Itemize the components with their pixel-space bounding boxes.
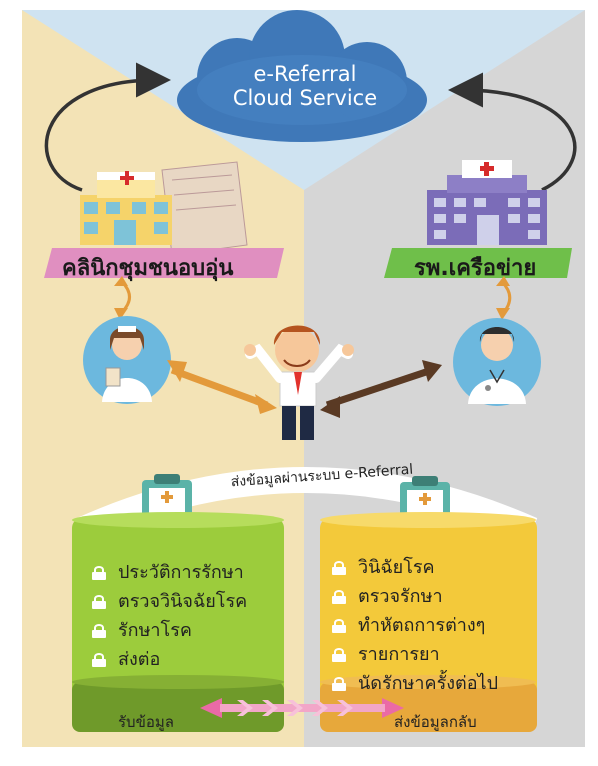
clinic-banner (44, 248, 284, 278)
send-back-label: ส่งข้อมูลกลับ (394, 713, 477, 731)
clinic-banner-label: คลินิกชุมชนอบอุ่น (62, 256, 234, 281)
cloud-title-line2: Cloud Service (232, 86, 378, 110)
list-item-label: ประวัติการรักษา (118, 562, 244, 583)
lock-icon (92, 566, 106, 580)
list-item-label: ส่งต่อ (118, 649, 161, 670)
list-item: รายการยา (328, 642, 498, 671)
list-item: ตรวจรักษา (328, 584, 498, 613)
lock-icon (92, 653, 106, 667)
patient-figure (244, 325, 354, 440)
cloud-icon (177, 10, 427, 142)
list-item: ประวัติการรักษา (88, 560, 247, 589)
clinic-building-icon (80, 161, 248, 256)
doctor-avatar (453, 318, 541, 406)
clinic-data-box (72, 512, 284, 732)
lock-icon (332, 561, 346, 575)
nurse-avatar (83, 316, 171, 404)
list-item-label: ทำหัตถการต่างๆ (358, 615, 486, 636)
cloud-title: e-Referral Cloud Service (190, 62, 420, 110)
hospital-banner (384, 248, 572, 278)
nurse-exchange-arrow (167, 360, 277, 414)
list-item: ทำหัตถการต่างๆ (328, 613, 498, 642)
receive-data-label: รับข้อมูล (118, 713, 174, 731)
hospital-banner-label: รพ.เครือข่าย (414, 256, 537, 281)
lock-icon (92, 624, 106, 638)
lock-icon (332, 648, 346, 662)
lock-icon (332, 590, 346, 604)
list-item-label: รายการยา (358, 644, 440, 665)
data-exchange-arrow (200, 698, 404, 718)
list-item: รักษาโรค (88, 618, 247, 647)
illustration (22, 10, 585, 732)
doctor-exchange-arrow (320, 360, 442, 418)
hospital-data-box (320, 512, 537, 732)
list-item: ตรวจวินิจฉัยโรค (88, 589, 247, 618)
list-item-label: ตรวจวินิจฉัยโรค (118, 591, 248, 612)
lock-icon (332, 619, 346, 633)
lock-icon (92, 595, 106, 609)
list-item: ส่งต่อ (88, 647, 247, 676)
list-item: นัดรักษาครั้งต่อไป (328, 671, 498, 700)
list-item: วินิฉัยโรค (328, 555, 498, 584)
hospital-upload-arrow (448, 72, 577, 192)
hospital-building-icon (427, 160, 547, 245)
clinic-item-list: ประวัติการรักษาตรวจวินิจฉัยโรครักษาโรคส่… (88, 560, 247, 676)
list-item-label: วินิฉัยโรค (358, 557, 435, 578)
diagram-frame: e-Referral Cloud Service คลินิกชุมชนอบอุ… (22, 10, 585, 747)
lock-icon (332, 677, 346, 691)
cloud-title-line1: e-Referral (253, 62, 357, 86)
list-item-label: ตรวจรักษา (358, 586, 443, 607)
hospital-item-list: วินิฉัยโรคตรวจรักษาทำหัตถการต่างๆรายการย… (328, 555, 498, 700)
list-item-label: นัดรักษาครั้งต่อไป (358, 673, 499, 694)
list-item-label: รักษาโรค (118, 620, 192, 641)
clinic-upload-arrow (44, 62, 171, 192)
